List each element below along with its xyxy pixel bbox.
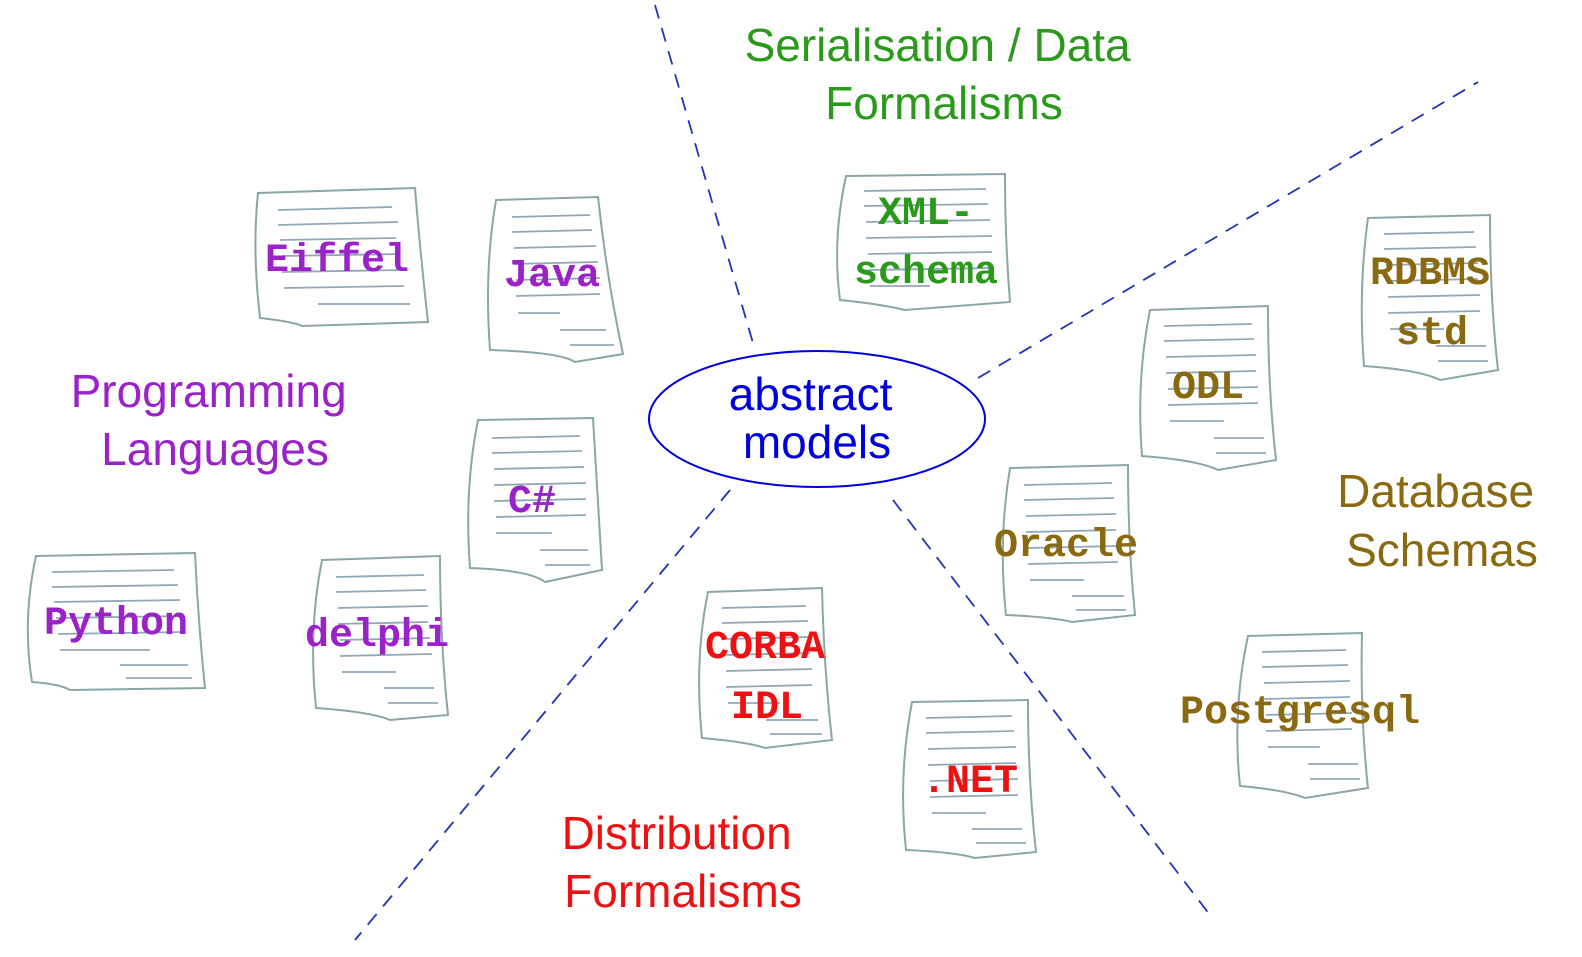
document-corba[interactable]: CORBA IDL xyxy=(698,586,834,750)
document-sheet xyxy=(1001,463,1137,624)
document-sheet xyxy=(1360,213,1500,382)
document-text-lines xyxy=(863,188,995,287)
document-text-lines xyxy=(925,715,1026,844)
center-node[interactable]: abstract models xyxy=(648,350,986,488)
document-text-lines xyxy=(511,214,614,346)
document-sheet xyxy=(312,554,450,722)
document-label: delphi xyxy=(305,614,449,659)
document-oracle[interactable]: Oracle xyxy=(994,463,1138,624)
category-database: Database Schemas xyxy=(1337,465,1547,576)
document-text-lines xyxy=(491,435,590,566)
document-text-lines xyxy=(1261,649,1360,780)
category-labels: Serialisation / Data Formalisms Programm… xyxy=(71,19,1547,917)
document-sheet xyxy=(698,586,834,750)
document-text-lines xyxy=(1163,323,1266,454)
center-label: abstract models xyxy=(729,368,905,468)
document-label: C# xyxy=(508,480,556,525)
document-rdbms[interactable]: RDBMS std xyxy=(1360,213,1500,382)
divider-bottom-left xyxy=(354,489,731,941)
document-sheet xyxy=(836,172,1012,312)
document-label: ODL xyxy=(1172,366,1244,411)
document-xml-schema[interactable]: XML- schema xyxy=(836,172,1012,312)
document-label: Java xyxy=(504,254,600,299)
document-label: Postgresql xyxy=(1180,691,1420,736)
document-label: XML- xyxy=(878,192,974,237)
document-text-lines xyxy=(51,569,192,679)
document-java[interactable]: Java xyxy=(487,195,625,364)
document-text-lines xyxy=(721,605,822,735)
document-text-lines xyxy=(277,206,410,305)
document-label: .NET xyxy=(922,760,1018,805)
document-text-lines xyxy=(335,574,438,704)
document-python[interactable]: Python xyxy=(26,551,207,692)
document-label: Oracle xyxy=(994,524,1138,569)
category-programming: Programming Languages xyxy=(71,365,360,475)
document-label: IDL xyxy=(731,686,803,731)
document-eiffel[interactable]: Eiffel xyxy=(254,186,430,328)
document-label: Eiffel xyxy=(265,239,409,284)
divider-bottom-right xyxy=(892,499,1211,916)
document-label: Python xyxy=(44,602,188,647)
category-serialisation: Serialisation / Data Formalisms xyxy=(745,19,1144,129)
document-postgresql[interactable]: Postgresql xyxy=(1180,631,1420,800)
document-text-lines xyxy=(1023,482,1126,611)
category-distribution: Distribution Formalisms xyxy=(562,807,805,917)
document-csharp[interactable]: C# xyxy=(467,416,604,584)
document-text-lines xyxy=(1383,231,1488,362)
document-odl[interactable]: ODL xyxy=(1139,304,1278,472)
document-sheet xyxy=(1236,631,1370,800)
document-label: schema xyxy=(854,251,998,296)
divider-top-right xyxy=(977,81,1479,379)
document-sheet xyxy=(902,698,1038,860)
document-delphi[interactable]: delphi xyxy=(305,554,450,722)
document-label: RDBMS xyxy=(1370,252,1490,297)
documents: Eiffel Java C# xyxy=(26,172,1500,860)
center-ellipse xyxy=(648,350,986,488)
divider-lines xyxy=(354,4,1479,941)
document-label: CORBA xyxy=(705,626,825,671)
document-dotnet[interactable]: .NET xyxy=(902,698,1038,860)
document-label: std xyxy=(1396,312,1468,357)
divider-top xyxy=(654,4,756,351)
